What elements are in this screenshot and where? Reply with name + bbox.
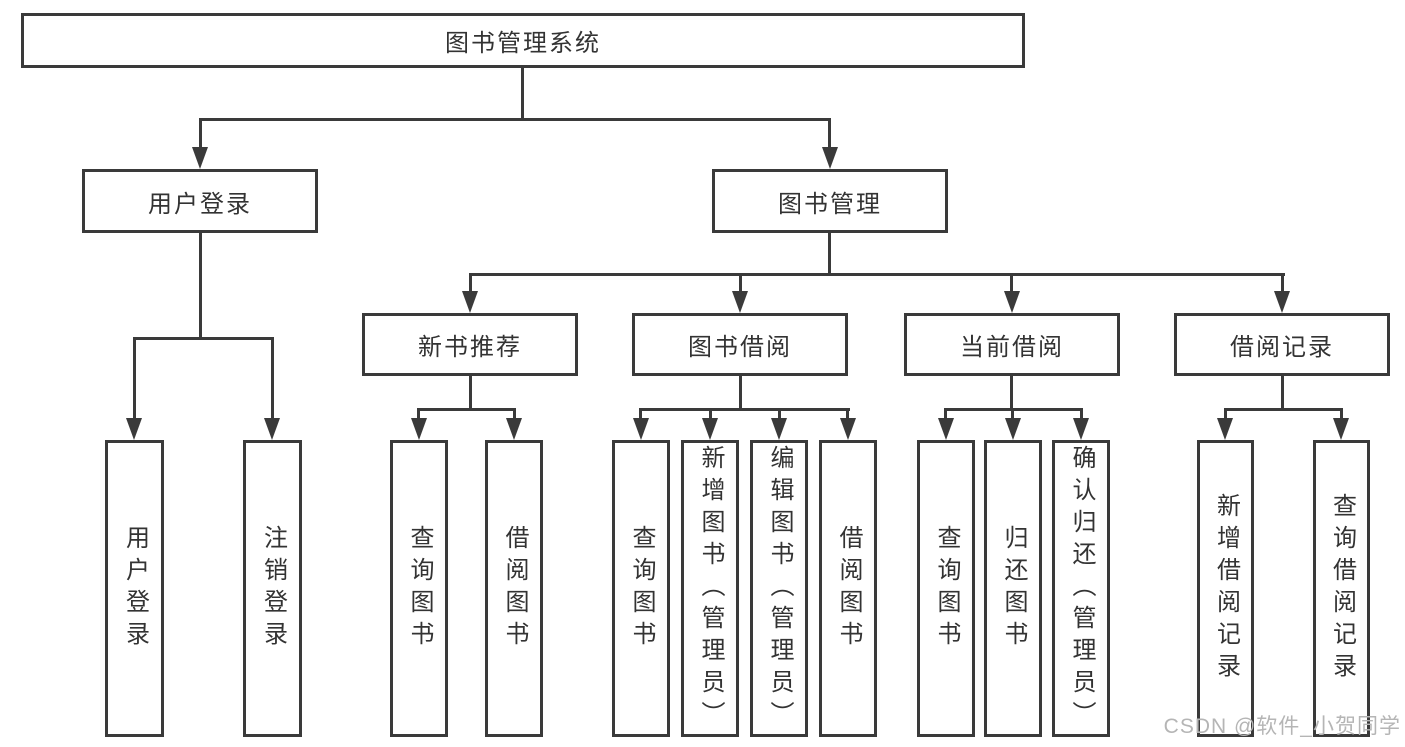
node-new-book-recommend-label: 新书推荐 bbox=[418, 334, 522, 361]
connector-line bbox=[271, 337, 274, 424]
leaf-cb-return-books-label: 归还图书 bbox=[1000, 524, 1027, 653]
leaf-nbr-borrow-books: 借阅图书 bbox=[485, 440, 543, 737]
connector-line bbox=[521, 68, 524, 118]
connector-line bbox=[199, 118, 202, 151]
connector-line bbox=[469, 376, 472, 408]
arrow-down-icon bbox=[1073, 418, 1089, 440]
leaf-cb-return-books: 归还图书 bbox=[984, 440, 1042, 737]
leaf-bb-add-book-admin-label: 新增图书（管理员） bbox=[697, 444, 724, 733]
connector-line bbox=[739, 376, 742, 408]
connector-line bbox=[739, 273, 742, 294]
connector-line bbox=[417, 408, 516, 411]
connector-line bbox=[513, 408, 516, 422]
connector-line bbox=[199, 233, 202, 337]
node-user-login: 用户登录 bbox=[82, 169, 318, 233]
connector-line bbox=[469, 273, 1285, 276]
leaf-cb-confirm-return-admin-label: 确认归还（管理员） bbox=[1068, 444, 1095, 733]
leaf-user-login-label: 用户登录 bbox=[121, 524, 149, 653]
arrow-down-icon bbox=[1005, 418, 1021, 440]
connector-line bbox=[1011, 408, 1014, 422]
leaf-cb-query-books-label: 查询图书 bbox=[933, 524, 960, 653]
connector-line bbox=[1080, 408, 1083, 422]
arrow-down-icon bbox=[633, 418, 649, 440]
leaf-bb-query-books-label: 查询图书 bbox=[628, 524, 655, 653]
leaf-cb-query-books: 查询图书 bbox=[917, 440, 975, 737]
node-borrow-records-label: 借阅记录 bbox=[1230, 334, 1334, 361]
connector-line bbox=[1010, 376, 1013, 408]
connector-line bbox=[1010, 273, 1013, 294]
connector-line bbox=[1281, 376, 1284, 408]
arrow-down-icon bbox=[1004, 291, 1020, 313]
node-borrow-records: 借阅记录 bbox=[1174, 313, 1390, 376]
leaf-bb-borrow-books-label: 借阅图书 bbox=[835, 524, 862, 653]
arrow-down-icon bbox=[192, 147, 208, 169]
connector-line bbox=[417, 408, 420, 422]
connector-line bbox=[1224, 408, 1227, 422]
node-current-borrow: 当前借阅 bbox=[904, 313, 1120, 376]
connector-line bbox=[639, 408, 850, 411]
node-book-management-label: 图书管理 bbox=[778, 190, 882, 218]
arrow-down-icon bbox=[462, 291, 478, 313]
arrow-down-icon bbox=[126, 418, 142, 440]
leaf-user-login: 用户登录 bbox=[105, 440, 164, 737]
leaf-cb-confirm-return-admin: 确认归还（管理员） bbox=[1052, 440, 1110, 737]
leaf-bb-borrow-books: 借阅图书 bbox=[819, 440, 877, 737]
connector-line bbox=[709, 408, 712, 422]
connector-line bbox=[639, 408, 642, 422]
arrow-down-icon bbox=[264, 418, 280, 440]
connector-line bbox=[1281, 273, 1284, 294]
leaf-br-add-record: 新增借阅记录 bbox=[1197, 440, 1254, 737]
connector-line bbox=[778, 408, 781, 422]
leaf-bb-edit-book-admin-label: 编辑图书（管理员） bbox=[766, 444, 793, 733]
leaf-br-add-record-label: 新增借阅记录 bbox=[1212, 492, 1240, 685]
connector-line bbox=[133, 337, 274, 340]
node-current-borrow-label: 当前借阅 bbox=[960, 334, 1064, 361]
connector-line bbox=[469, 273, 472, 294]
csdn-watermark: CSDN @软件_小贺同学 bbox=[1163, 715, 1401, 738]
connector-line bbox=[1340, 408, 1343, 422]
node-new-book-recommend: 新书推荐 bbox=[362, 313, 578, 376]
node-book-borrow: 图书借阅 bbox=[632, 313, 848, 376]
connector-line bbox=[1224, 408, 1343, 411]
connector-line bbox=[199, 118, 831, 121]
leaf-nbr-borrow-books-label: 借阅图书 bbox=[501, 524, 528, 653]
arrow-down-icon bbox=[840, 418, 856, 440]
arrow-down-icon bbox=[1333, 418, 1349, 440]
leaf-bb-add-book-admin: 新增图书（管理员） bbox=[681, 440, 739, 737]
node-root-label: 图书管理系统 bbox=[445, 30, 601, 57]
leaf-logout: 注销登录 bbox=[243, 440, 302, 737]
arrow-down-icon bbox=[938, 418, 954, 440]
leaf-nbr-query-books: 查询图书 bbox=[390, 440, 448, 737]
arrow-down-icon bbox=[1274, 291, 1290, 313]
leaf-logout-label: 注销登录 bbox=[259, 524, 287, 653]
connector-line bbox=[828, 118, 831, 151]
connector-line bbox=[133, 337, 136, 424]
arrow-down-icon bbox=[822, 147, 838, 169]
leaf-br-query-record: 查询借阅记录 bbox=[1313, 440, 1370, 737]
connector-line bbox=[828, 233, 831, 273]
arrow-down-icon bbox=[702, 418, 718, 440]
leaf-nbr-query-books-label: 查询图书 bbox=[406, 524, 433, 653]
arrow-down-icon bbox=[732, 291, 748, 313]
arrow-down-icon bbox=[1217, 418, 1233, 440]
node-book-borrow-label: 图书借阅 bbox=[688, 334, 792, 361]
node-root: 图书管理系统 bbox=[21, 13, 1025, 68]
arrow-down-icon bbox=[771, 418, 787, 440]
arrow-down-icon bbox=[506, 418, 522, 440]
node-user-login-label: 用户登录 bbox=[148, 190, 252, 218]
leaf-br-query-record-label: 查询借阅记录 bbox=[1328, 492, 1356, 685]
node-book-management: 图书管理 bbox=[712, 169, 948, 233]
connector-line bbox=[846, 408, 849, 422]
connector-line bbox=[944, 408, 947, 422]
leaf-bb-query-books: 查询图书 bbox=[612, 440, 670, 737]
leaf-bb-edit-book-admin: 编辑图书（管理员） bbox=[750, 440, 808, 737]
arrow-down-icon bbox=[411, 418, 427, 440]
